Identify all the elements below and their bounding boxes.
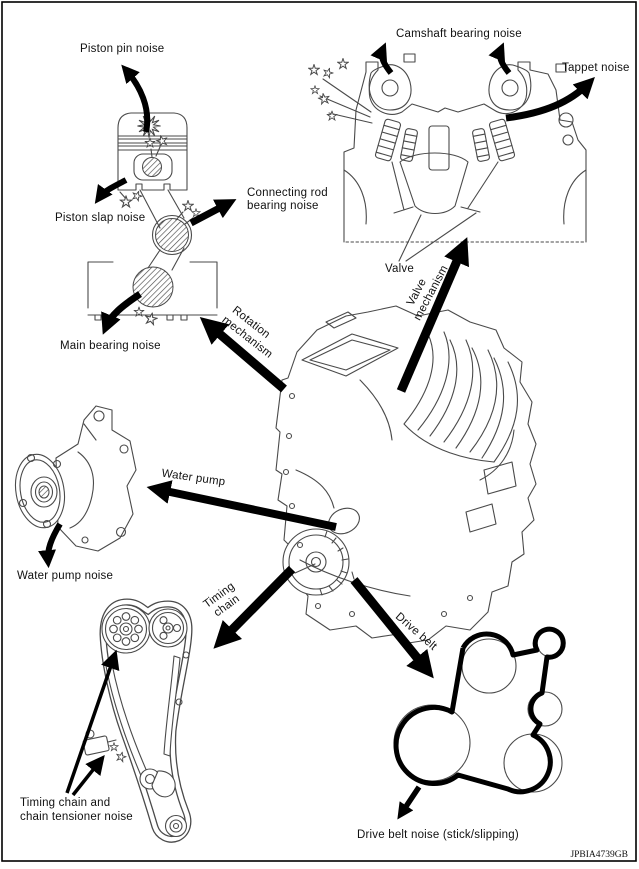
label-timing-chain: Timing chain: [201, 580, 241, 619]
pulley-bottom-right: [503, 733, 563, 793]
svg-text:Water pump: Water pump: [161, 468, 226, 489]
arrow-rotation-mechanism: [199, 316, 287, 393]
arrow-drive-belt: [350, 577, 434, 679]
timing-chain-drawing: [82, 598, 193, 843]
arrow-piston-pin-noise: [121, 64, 151, 133]
arrow-tappet-noise: [505, 77, 595, 122]
crank-sprocket: [164, 814, 188, 838]
cam-sprocket-right: [148, 608, 188, 648]
valve-leader-lines: [398, 212, 477, 262]
arrow-piston-slap-noise: [94, 177, 128, 204]
drive-belt-routing: [393, 626, 566, 795]
chain-guide-right: [163, 655, 181, 757]
arrow-tensioner-noise-long: [65, 649, 120, 794]
arrow-camshaft-right: [488, 42, 512, 75]
label-main-bearing-noise: Main bearing noise: [60, 340, 161, 352]
piston-pin: [142, 157, 162, 177]
arrow-tensioner-noise-short: [71, 754, 105, 797]
drive-belt-drawing: [393, 626, 566, 795]
leader-lines: [398, 212, 477, 262]
label-piston-pin-noise: Piston pin noise: [80, 43, 164, 55]
label-drive-belt-noise: Drive belt noise (stick/slipping): [357, 829, 519, 841]
noise-star: [308, 64, 320, 75]
label-rotation-mechanism: Rotation mechanism: [219, 304, 274, 361]
label-connecting-rod-line1: Connecting rod: [247, 187, 328, 199]
arrow-drive-belt-noise: [397, 785, 422, 820]
arrow-camshaft-left: [370, 42, 394, 75]
water-pump-drawing: [14, 405, 137, 552]
noise-star: [114, 750, 128, 763]
arrows: [38, 42, 595, 820]
arrow-water-pump: [146, 480, 337, 531]
chain-guide-left: [105, 663, 149, 779]
arrow-water-pump-noise: [38, 522, 63, 569]
tensioner-arm: [151, 770, 176, 798]
valve-right: [460, 161, 499, 213]
arrow-main-bearing-noise: [101, 291, 142, 335]
valve-spring: [374, 118, 402, 162]
arrow-connecting-rod-noise: [189, 199, 237, 227]
engine-drawing: [275, 305, 537, 645]
main-bearing: [132, 266, 174, 308]
label-connecting-rod-line2: bearing noise: [247, 200, 319, 212]
label-tensioner-noise-line1: Timing chain and: [20, 797, 110, 809]
valve-spring: [488, 118, 516, 162]
piston-assembly-drawing: [87, 112, 218, 326]
label-water-pump: Water pump: [161, 468, 226, 489]
noise-star: [109, 742, 119, 751]
label-tensioner-noise-line2: chain tensioner noise: [20, 811, 133, 823]
valve-spring: [400, 128, 418, 162]
crank-pulley: [282, 528, 350, 596]
noise-star: [326, 110, 338, 121]
noise-star: [119, 195, 133, 208]
arrow-valve-mechanism: [396, 237, 469, 393]
figure-id-code: JPBIA4739GB: [570, 850, 628, 860]
noise-star: [310, 85, 320, 94]
noise-star: [143, 311, 159, 326]
label-valve: Valve: [385, 263, 414, 275]
label-camshaft-bearing-noise: Camshaft bearing noise: [396, 28, 522, 40]
noise-star: [317, 92, 331, 105]
valve-spring: [472, 128, 490, 162]
noise-star: [321, 66, 335, 79]
camshaft-left: [368, 64, 412, 111]
pulley-idler-mid: [527, 691, 563, 727]
label-water-pump-noise: Water pump noise: [17, 570, 113, 582]
noise-star: [337, 58, 349, 69]
rod-bearing: [155, 218, 189, 252]
cylinder-head-drawing: [308, 53, 587, 243]
valve-left: [391, 161, 414, 214]
noise-star: [182, 200, 194, 211]
arrow-timing-chain: [213, 565, 296, 649]
label-piston-slap-noise: Piston slap noise: [55, 212, 145, 224]
label-tappet-noise: Tappet noise: [562, 62, 630, 74]
camshaft-right: [488, 64, 532, 111]
